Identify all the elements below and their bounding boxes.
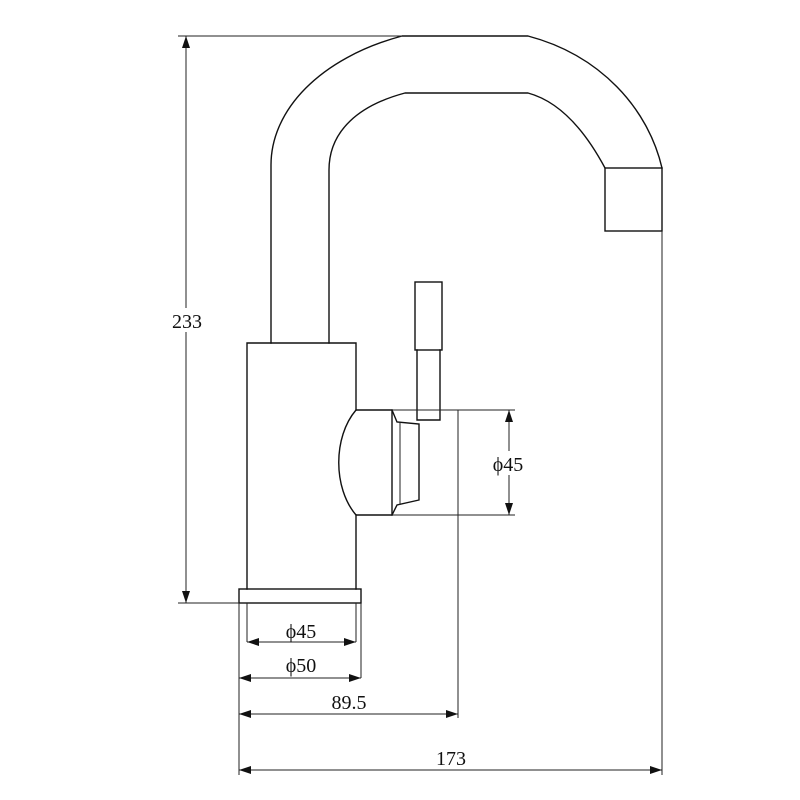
dimension-spout-reach: 173 bbox=[239, 748, 662, 774]
lever-stem bbox=[416, 349, 441, 421]
dimension-base-inner: ϕ45 bbox=[247, 621, 356, 646]
dimension-handle-diameter: ϕ45 bbox=[484, 410, 532, 515]
height-label: 233 bbox=[172, 311, 202, 333]
spout-reach-label: 173 bbox=[436, 748, 466, 770]
main-body bbox=[246, 342, 357, 590]
handle-reach-label: 89.5 bbox=[332, 692, 367, 714]
spout-inner bbox=[328, 92, 606, 344]
spout-outline bbox=[270, 35, 663, 344]
base-outer-diameter-label: ϕ50 bbox=[286, 655, 317, 677]
base-inner-diameter-label: ϕ45 bbox=[286, 621, 317, 643]
handle-dome bbox=[338, 409, 393, 516]
handle-outline bbox=[338, 281, 443, 516]
lever-top bbox=[414, 281, 443, 351]
dimension-height: 233 bbox=[166, 36, 208, 603]
handle-collar bbox=[391, 409, 420, 516]
handle-diameter-label: ϕ45 bbox=[493, 454, 524, 476]
dimension-handle-reach: 89.5 bbox=[239, 692, 458, 718]
base-ring bbox=[238, 588, 362, 604]
spout-tip bbox=[604, 167, 663, 232]
dimension-base-outer: ϕ50 bbox=[239, 655, 361, 682]
extension-lines bbox=[178, 35, 663, 775]
faucet-body-outline bbox=[238, 342, 362, 604]
